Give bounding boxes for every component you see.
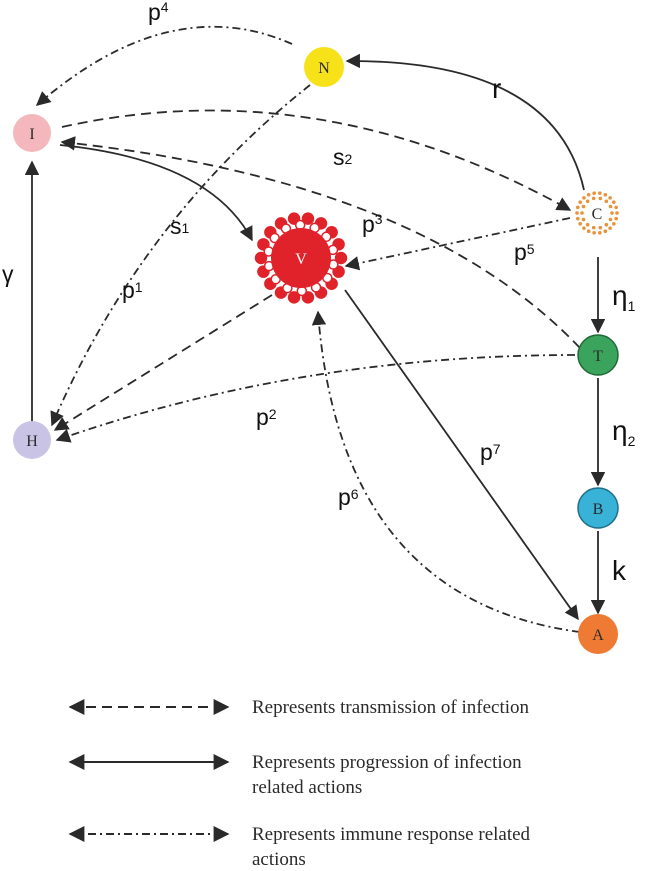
cell-dot bbox=[614, 216, 618, 221]
virus-spike bbox=[301, 212, 315, 225]
virus-spike bbox=[334, 251, 348, 265]
label-eta2: η2 bbox=[612, 415, 636, 449]
cell-dot bbox=[576, 216, 580, 221]
cell-dot bbox=[598, 230, 602, 235]
cell-dot bbox=[576, 205, 580, 210]
cell-dot bbox=[592, 191, 596, 196]
cell-dot bbox=[598, 225, 603, 230]
cell-dot bbox=[598, 196, 603, 201]
virus-spike bbox=[287, 291, 301, 304]
cell-dot bbox=[608, 204, 613, 209]
edge-t-to-h bbox=[55, 354, 576, 443]
svg-text:actions: actions bbox=[252, 849, 306, 870]
cell-dot bbox=[585, 222, 590, 227]
svg-text:H: H bbox=[26, 433, 38, 450]
cell-dot bbox=[591, 225, 596, 230]
svg-text:N: N bbox=[318, 60, 330, 77]
edge-i-to-c bbox=[61, 109, 572, 211]
virus-spike bbox=[254, 251, 268, 265]
legend: Represents transmission of infection Rep… bbox=[68, 697, 531, 870]
cell-dot bbox=[604, 199, 609, 204]
edge-i-to-v bbox=[59, 144, 253, 242]
svg-text:B: B bbox=[593, 501, 604, 518]
cell-dot bbox=[610, 211, 614, 215]
svg-text:T: T bbox=[593, 348, 603, 365]
label-r: r bbox=[492, 73, 501, 104]
cell-dot bbox=[608, 226, 612, 230]
svg-text:C: C bbox=[592, 206, 603, 223]
cell-dot bbox=[586, 193, 591, 197]
edge-n-to-h bbox=[50, 84, 311, 427]
cell-dot bbox=[604, 222, 609, 227]
legend-item-dashed: Represents transmission of infection bbox=[68, 697, 530, 718]
edge-v-to-h bbox=[53, 294, 273, 431]
svg-text:A: A bbox=[592, 627, 604, 644]
legend-item-dashdot: Represents immune response related actio… bbox=[68, 824, 531, 870]
cell-dot bbox=[580, 211, 584, 215]
cell-dot bbox=[592, 230, 596, 235]
svg-text:I: I bbox=[29, 126, 34, 143]
label-p7: p7 bbox=[480, 439, 501, 465]
node-n: N bbox=[304, 47, 344, 87]
node-b: B bbox=[577, 487, 619, 529]
cell-dot bbox=[614, 205, 618, 210]
node-a: A bbox=[578, 614, 618, 654]
cell-dot bbox=[578, 200, 582, 204]
edge-a-to-v bbox=[311, 310, 581, 633]
cell-dot bbox=[585, 199, 590, 204]
cell-dot bbox=[591, 196, 596, 201]
label-p1: p1 bbox=[122, 277, 143, 303]
edge-v-to-a bbox=[344, 289, 579, 621]
label-p2: p2 bbox=[256, 404, 277, 430]
cell-dot bbox=[612, 222, 616, 226]
node-v: V bbox=[254, 212, 348, 304]
node-h: H bbox=[13, 421, 51, 459]
cell-dot bbox=[581, 217, 586, 222]
label-k: k bbox=[612, 555, 627, 586]
label-s2: s2 bbox=[333, 144, 353, 170]
cell-dot bbox=[586, 229, 591, 233]
label-gamma: γ bbox=[2, 261, 14, 287]
cell-dot bbox=[603, 193, 608, 197]
svg-text:Represents transmission of inf: Represents transmission of infection bbox=[252, 697, 530, 718]
cell-dot bbox=[608, 217, 613, 222]
cell-dot bbox=[603, 229, 608, 233]
node-i: I bbox=[13, 114, 51, 152]
edge-n-to-i bbox=[35, 25, 293, 106]
label-p5: p5 bbox=[514, 239, 535, 265]
legend-item-solid: Represents progression of infection rela… bbox=[68, 752, 522, 798]
cell-dot bbox=[608, 196, 612, 200]
cell-dot bbox=[582, 226, 586, 230]
cell-dot bbox=[582, 196, 586, 200]
label-p4: p4 bbox=[148, 0, 169, 25]
svg-text:V: V bbox=[295, 251, 307, 268]
svg-text:related actions: related actions bbox=[252, 777, 362, 798]
cell-dot bbox=[575, 211, 579, 215]
node-t: T bbox=[577, 334, 619, 376]
cell-dot bbox=[578, 222, 582, 226]
label-eta1: η1 bbox=[612, 280, 636, 314]
edge-c-to-n bbox=[345, 53, 585, 191]
svg-text:Represents progression of infe: Represents progression of infection bbox=[252, 752, 522, 773]
label-p3: p3 bbox=[362, 211, 383, 237]
cell-dot bbox=[581, 204, 586, 209]
cell-dot bbox=[615, 211, 619, 215]
edge-c-to-v bbox=[344, 217, 571, 271]
svg-text:Represents immune response rel: Represents immune response related bbox=[252, 824, 531, 845]
node-c: C bbox=[575, 191, 619, 235]
cell-dot bbox=[612, 200, 616, 204]
label-s1: s1 bbox=[170, 213, 190, 239]
label-p6: p6 bbox=[338, 484, 359, 510]
edge-t-to-i bbox=[60, 136, 581, 349]
cell-dot bbox=[598, 191, 602, 196]
